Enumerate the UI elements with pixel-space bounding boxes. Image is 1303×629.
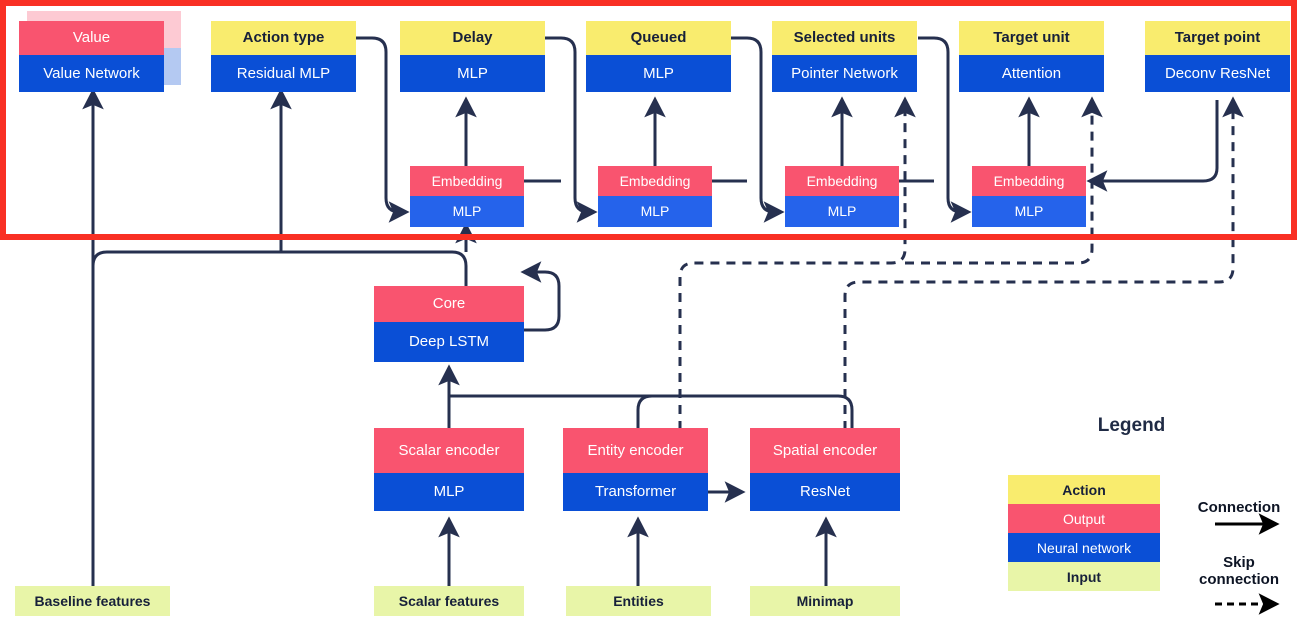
head-target-unit[interactable]: Target unit Attention [959,21,1104,92]
embedding-target-unit-output: Embedding [972,166,1086,196]
encoder-scalar-network: MLP [374,473,524,511]
head-target-point[interactable]: Target point Deconv ResNet [1145,21,1290,92]
head-delay-network: MLP [400,55,545,92]
highlight-frame [0,0,1297,240]
embedding-delay[interactable]: Embedding MLP [410,166,524,227]
head-value-network: Value Network [19,55,164,92]
head-queued[interactable]: Queued MLP [586,21,731,92]
head-selected-units-action: Selected units [772,21,917,55]
head-target-unit-network: Attention [959,55,1104,92]
input-scalar-features[interactable]: Scalar features [374,586,524,616]
legend-connection-label: Connection [1197,499,1281,516]
head-value[interactable]: Value Value Network [19,21,164,92]
head-action-type-action: Action type [211,21,356,55]
embedding-target-unit-network: MLP [972,196,1086,227]
input-baseline-features[interactable]: Baseline features [15,586,170,616]
embedding-queued-output: Embedding [598,166,712,196]
legend-swatch-action: Action [1008,475,1160,504]
encoder-scalar-output: Scalar encoder [374,428,524,473]
embedding-selected-units[interactable]: Embedding MLP [785,166,899,227]
legend-swatch-output: Output [1008,504,1160,533]
head-selected-units-network: Pointer Network [772,55,917,92]
embedding-queued[interactable]: Embedding MLP [598,166,712,227]
embedding-delay-network: MLP [410,196,524,227]
head-action-type[interactable]: Action type Residual MLP [211,21,356,92]
encoder-entity-output: Entity encoder [563,428,708,473]
core-network: Deep LSTM [374,322,524,362]
encoder-scalar[interactable]: Scalar encoder MLP [374,428,524,511]
head-delay-action: Delay [400,21,545,55]
head-selected-units[interactable]: Selected units Pointer Network [772,21,917,92]
embedding-selected-units-network: MLP [785,196,899,227]
legend-skip-line2: connection [1198,570,1279,588]
encoder-entity[interactable]: Entity encoder Transformer [563,428,708,511]
legend: Legend Action Output Neural network Inpu… [960,415,1303,629]
head-delay[interactable]: Delay MLP [400,21,545,92]
head-action-type-network: Residual MLP [211,55,356,92]
legend-title: Legend [1097,415,1166,436]
input-minimap[interactable]: Minimap [750,586,900,616]
head-target-point-network: Deconv ResNet [1145,55,1290,92]
head-target-point-action: Target point [1145,21,1290,55]
embedding-target-unit[interactable]: Embedding MLP [972,166,1086,227]
core-output: Core [374,286,524,322]
head-value-action: Value [19,21,164,55]
embedding-delay-output: Embedding [410,166,524,196]
embedding-queued-network: MLP [598,196,712,227]
legend-skip-line1: Skip [1223,554,1255,571]
embedding-selected-units-output: Embedding [785,166,899,196]
encoder-entity-network: Transformer [563,473,708,511]
head-queued-network: MLP [586,55,731,92]
core-block[interactable]: Core Deep LSTM [374,286,524,362]
encoder-spatial-network: ResNet [750,473,900,511]
encoder-spatial-output: Spatial encoder [750,428,900,473]
legend-swatches: Action Output Neural network Input [1008,475,1160,591]
input-entities[interactable]: Entities [566,586,711,616]
encoder-spatial[interactable]: Spatial encoder ResNet [750,428,900,511]
head-target-unit-action: Target unit [959,21,1104,55]
head-queued-action: Queued [586,21,731,55]
legend-swatch-input: Input [1008,562,1160,591]
legend-swatch-neural-network: Neural network [1008,533,1160,562]
